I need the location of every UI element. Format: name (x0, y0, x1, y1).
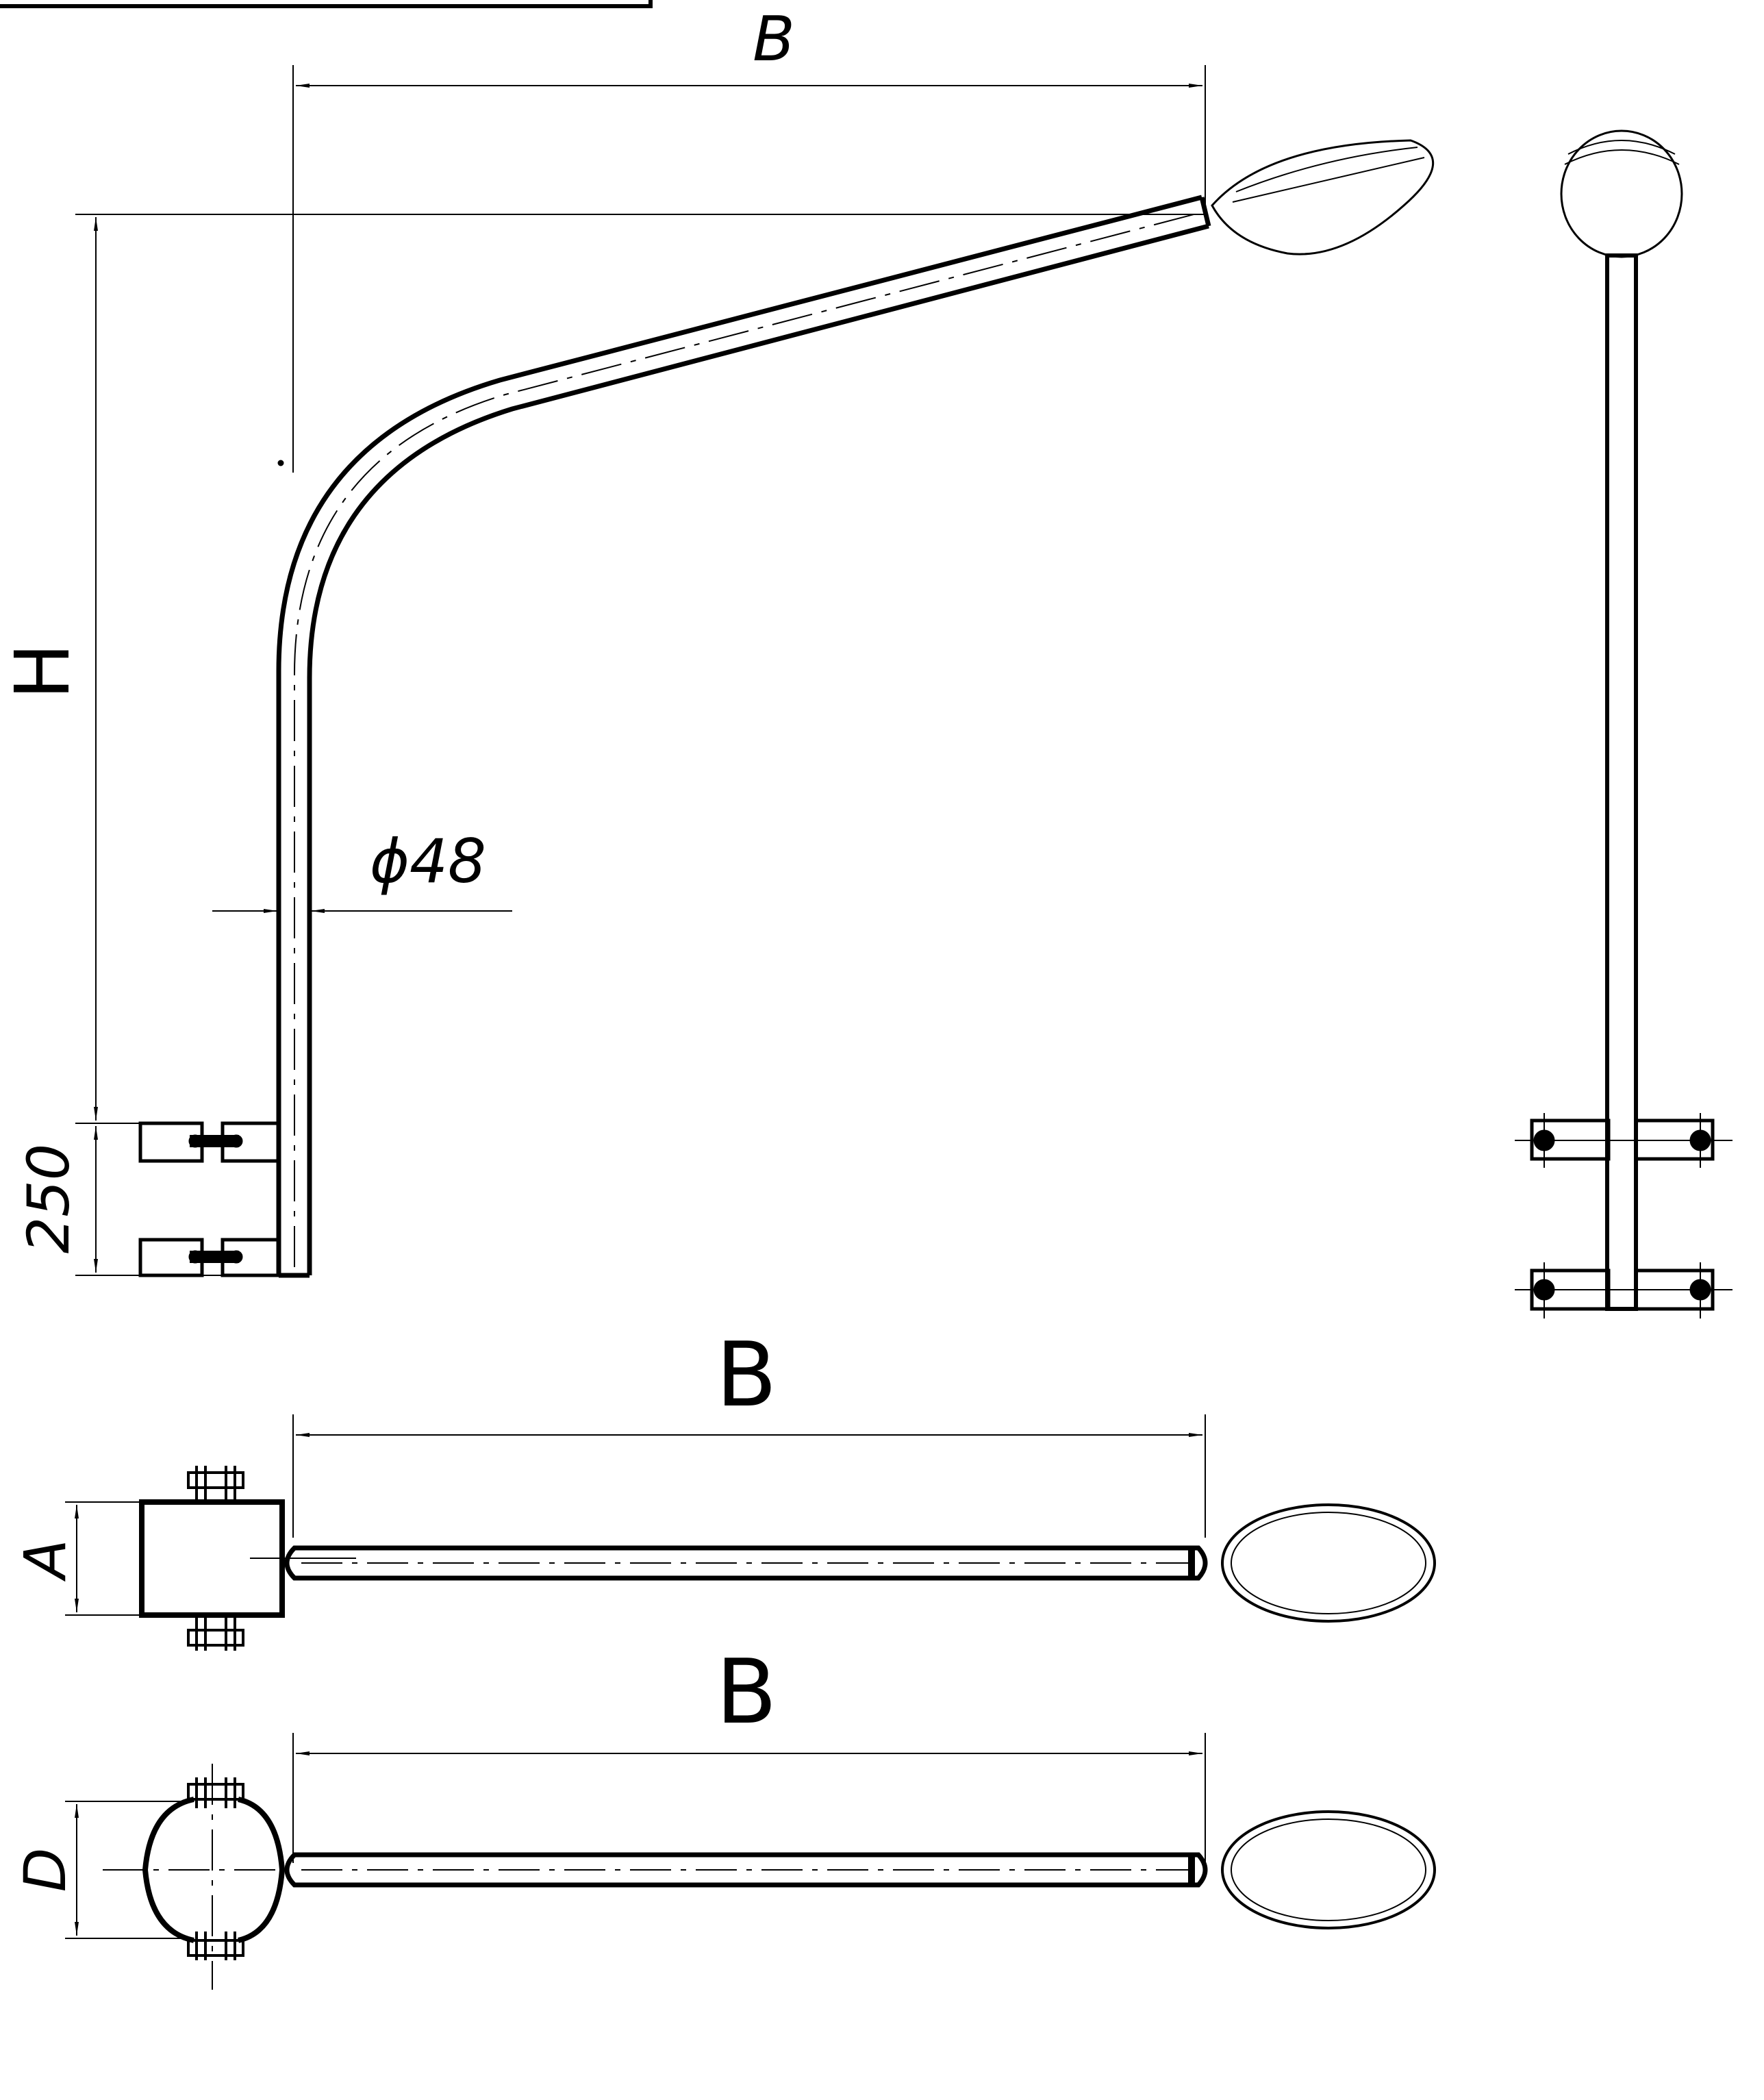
square-bolts-bottom (187, 1615, 244, 1651)
square-arm (284, 1545, 1208, 1581)
arm-inner-outline (307, 223, 1209, 1275)
round-diameter-label: D (12, 1848, 79, 1892)
luminaire-front (1560, 129, 1683, 258)
square-bolts-top (187, 1466, 244, 1502)
round-bolts-top (187, 1777, 244, 1808)
top-width-square-label: B (716, 1323, 777, 1427)
luminaire-top-round (1221, 1810, 1436, 1929)
round-pole-clamp (142, 1797, 286, 1943)
front-pole (1605, 253, 1638, 1311)
arm-outer-outline (276, 195, 1202, 1275)
arm-tip (1199, 197, 1211, 227)
side-width-label: B (753, 3, 795, 75)
title-block-frame (0, 0, 653, 8)
mount-spacing-label: 250 (15, 1144, 82, 1253)
front-view (1515, 129, 1732, 1318)
round-arm (284, 1852, 1208, 1888)
top-view-square (65, 1414, 1436, 1651)
mount-clamp-lower (138, 1238, 281, 1277)
side-view (75, 65, 1435, 1278)
mount-clamp-upper (138, 1121, 281, 1163)
square-size-label: A (12, 1539, 79, 1582)
round-bolts-bottom (187, 1932, 244, 1960)
dimensions-side (94, 84, 1202, 1273)
luminaire-top-square (1221, 1503, 1436, 1623)
top-view-round (65, 1733, 1436, 1990)
height-label: H (0, 643, 86, 700)
front-mount-lower (1515, 1262, 1732, 1318)
diameter-label: ϕ48 (370, 826, 486, 897)
arm-center-line (294, 212, 1202, 1267)
top-width-round-label: B (716, 1640, 777, 1744)
front-mount-upper (1515, 1113, 1732, 1168)
reference-dot (277, 460, 284, 466)
luminaire-side (1211, 139, 1435, 255)
